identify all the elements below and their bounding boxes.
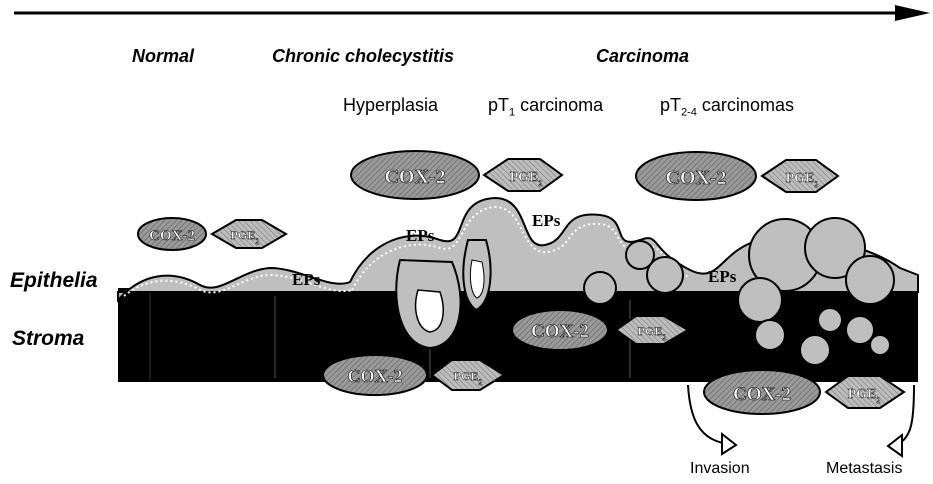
- pge-subscript: 2: [478, 378, 482, 387]
- substage-label-pt1: pT1 carcinoma: [488, 96, 603, 119]
- pge-label: PGE2: [786, 171, 819, 189]
- cox2-label: COX-2: [348, 366, 403, 386]
- cox2-pge2-pair-normal: COX-2 PGE2: [138, 218, 286, 250]
- pge-subscript: 2: [814, 180, 818, 189]
- cox2-label: COX-2: [733, 384, 791, 405]
- progression-arrow: [14, 5, 930, 21]
- pge-subscript: 2: [255, 237, 259, 246]
- cox2-pge2-pair-chronic-top: COX-2 PGE2: [351, 151, 562, 199]
- pt1-suffix: carcinoma: [515, 95, 603, 115]
- layer-label-epithelia: Epithelia: [10, 270, 98, 291]
- layer-label-stroma: Stroma: [12, 328, 84, 349]
- pge-subscript: 2: [538, 179, 542, 188]
- pt1-prefix: pT: [488, 95, 509, 115]
- cox2-label: COX-2: [384, 166, 445, 188]
- outcome-label-invasion: Invasion: [690, 461, 750, 477]
- eps-label-carcinoma: EPs: [708, 267, 737, 286]
- stage-label-normal: Normal: [132, 47, 194, 65]
- cox2-pge2-pair-carcinoma-top: COX-2 PGE2: [636, 152, 838, 200]
- eps-label-chronic: EPs: [406, 226, 435, 245]
- pge-label: PGE2: [510, 170, 543, 188]
- substage-label-hyperplasia: Hyperplasia: [343, 96, 438, 114]
- pge-label: PGE2: [848, 387, 881, 405]
- cox2-pge2-pair-carcinoma-bottom: COX-2 PGE2: [704, 370, 904, 414]
- substage-label-pt24: pT2-4 carcinomas: [660, 96, 794, 119]
- pt24-prefix: pT: [660, 95, 681, 115]
- pt24-suffix: carcinomas: [697, 95, 794, 115]
- outcome-label-metastasis: Metastasis: [826, 461, 902, 477]
- eps-label-pt1: EPs: [532, 211, 561, 230]
- eps-label-normal: EPs: [292, 270, 321, 289]
- stage-label-carcinoma: Carcinoma: [596, 47, 689, 65]
- cox2-label: COX-2: [665, 167, 726, 189]
- pt24-subscript: 2-4: [681, 107, 697, 119]
- cox2-pge2-pair-chronic-stroma: COX-2 PGE2: [323, 355, 504, 395]
- stage-label-chronic: Chronic cholecystitis: [272, 47, 454, 65]
- pge-subscript: 2: [876, 396, 880, 405]
- cox2-label: COX-2: [149, 228, 195, 244]
- pge-subscript: 2: [662, 333, 666, 342]
- cox2-label: COX-2: [531, 321, 589, 342]
